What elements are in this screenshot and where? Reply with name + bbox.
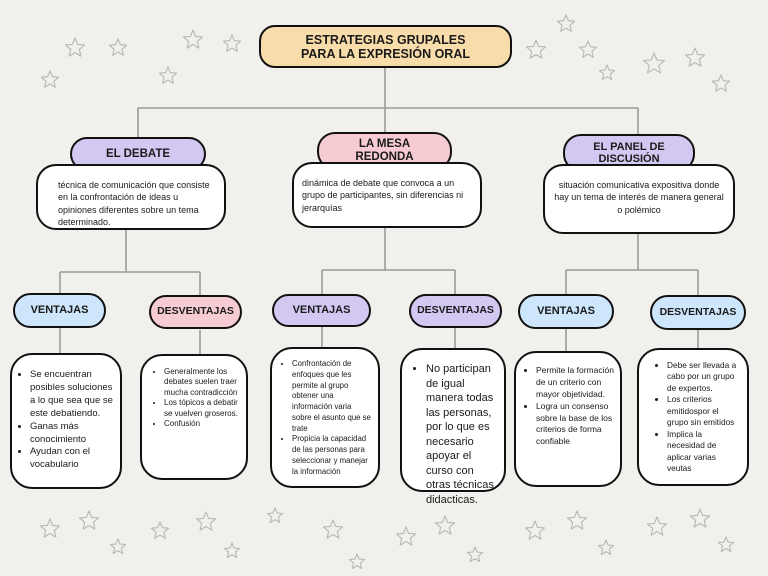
star-icon xyxy=(108,38,128,56)
list-item: Se encuentran posibles soluciones a lo q… xyxy=(30,369,114,421)
debate-ventajas-node: VENTAJAS xyxy=(13,293,106,328)
mesa-ventajas-box: Confrontación de enfoques que les permit… xyxy=(270,347,380,488)
list-item: Los criterios emitidospor el grupo sin e… xyxy=(667,394,741,428)
main-title: ESTRATEGIAS GRUPALES PARA LA EXPRESIÓN O… xyxy=(259,25,512,68)
mesa-ventajas-node: VENTAJAS xyxy=(272,294,371,327)
debate-ventajas-label: VENTAJAS xyxy=(30,304,89,317)
panel-desventajas-box: Debe ser llevada a cabo por un grupo de … xyxy=(637,348,749,486)
star-icon xyxy=(466,546,484,563)
list-item: Los tópicos a debatir se vuelven grosero… xyxy=(164,398,240,419)
star-icon xyxy=(434,515,456,535)
list-item: Permite la formación de un criterio con … xyxy=(536,365,614,401)
panel-description: situación comunicativa expositiva donde … xyxy=(543,164,735,234)
star-icon xyxy=(717,536,735,553)
list-item: Ayudan con el vocabulario xyxy=(30,446,114,472)
star-icon xyxy=(524,520,546,540)
mesa-description-text: dinámica de debate que convoca a un grup… xyxy=(302,178,464,213)
star-icon xyxy=(78,510,100,530)
star-icon xyxy=(556,14,576,32)
debate-label: EL DEBATE xyxy=(105,147,171,160)
star-icon xyxy=(223,542,241,559)
list-item: Logra un consenso sobre la base de los c… xyxy=(536,401,614,449)
star-icon xyxy=(684,47,706,67)
mesa-desventajas-node: DESVENTAJAS xyxy=(409,294,502,328)
mesa-description: dinámica de debate que convoca a un grup… xyxy=(292,162,482,228)
debate-ventajas-box: Se encuentran posibles soluciones a lo q… xyxy=(10,353,122,489)
star-icon xyxy=(395,526,417,546)
list-item: Confrontación de enfoques que les permit… xyxy=(292,359,372,434)
list-item: Confusión xyxy=(164,419,240,429)
list-item: Propicia la capacidad de las personas pa… xyxy=(292,434,372,477)
mesa-desventajas-box: No participan de igual manera todas las … xyxy=(400,348,506,506)
debate-desventajas-box: Generalmente los debates suelen traer mu… xyxy=(140,354,248,480)
panel-desventajas-label: DESVENTAJAS xyxy=(659,305,737,318)
star-icon xyxy=(598,64,616,81)
panel-ventajas-box: Permite la formación de un criterio con … xyxy=(514,351,622,487)
main-title-text: ESTRATEGIAS GRUPALES PARA LA EXPRESIÓN O… xyxy=(301,32,470,61)
panel-description-text: situación comunicativa expositiva donde … xyxy=(554,180,724,215)
star-icon xyxy=(566,510,588,530)
mesa-desventajas-label: DESVENTAJAS xyxy=(417,304,494,317)
panel-label: EL PANEL DE DISCUSIÓN xyxy=(593,140,665,165)
panel-desventajas-list: Debe ser llevada a cabo por un grupo de … xyxy=(653,360,741,474)
debate-desventajas-label: DESVENTAJAS xyxy=(157,305,234,318)
star-icon xyxy=(597,539,615,556)
star-icon xyxy=(64,37,86,57)
mesa-ventajas-label: VENTAJAS xyxy=(292,304,351,317)
panel-ventajas-label: VENTAJAS xyxy=(537,305,595,318)
star-icon xyxy=(266,507,284,524)
debate-description: técnica de comunicación que consiste en … xyxy=(36,164,226,230)
mesa-label: LA MESA REDONDA xyxy=(355,138,414,163)
debate-desventajas-node: DESVENTAJAS xyxy=(149,295,242,329)
debate-ventajas-list: Se encuentran posibles soluciones a lo q… xyxy=(16,369,114,472)
star-icon xyxy=(322,519,344,539)
star-icon xyxy=(642,52,666,74)
star-icon xyxy=(182,29,204,49)
panel-ventajas-node: VENTAJAS xyxy=(518,294,614,329)
list-item: Ganas más conocimiento xyxy=(30,421,114,447)
panel-desventajas-node: DESVENTAJAS xyxy=(650,295,746,330)
list-item: Generalmente los debates suelen traer mu… xyxy=(164,367,240,398)
star-icon xyxy=(222,34,242,52)
mesa-ventajas-list: Confrontación de enfoques que les permit… xyxy=(278,359,372,477)
star-icon xyxy=(158,66,178,84)
list-item: No participan de igual manera todas las … xyxy=(426,362,498,507)
star-icon xyxy=(150,521,170,539)
star-icon xyxy=(711,74,731,92)
star-icon xyxy=(578,40,598,58)
star-icon xyxy=(525,39,547,59)
star-icon xyxy=(195,511,217,531)
star-icon xyxy=(40,70,60,88)
panel-ventajas-list: Permite la formación de un criterio con … xyxy=(522,365,614,448)
star-icon xyxy=(689,508,711,528)
star-icon xyxy=(348,553,366,570)
star-icon xyxy=(646,516,668,536)
list-item: Debe ser llevada a cabo por un grupo de … xyxy=(667,360,741,394)
debate-description-text: técnica de comunicación que consiste en … xyxy=(58,180,210,228)
star-icon xyxy=(39,518,61,538)
star-icon xyxy=(109,538,127,555)
list-item: Implica la necesidad de aplicar varias v… xyxy=(667,429,741,475)
mesa-desventajas-list: No participan de igual manera todas las … xyxy=(412,362,498,507)
debate-desventajas-list: Generalmente los debates suelen traer mu… xyxy=(150,367,240,429)
